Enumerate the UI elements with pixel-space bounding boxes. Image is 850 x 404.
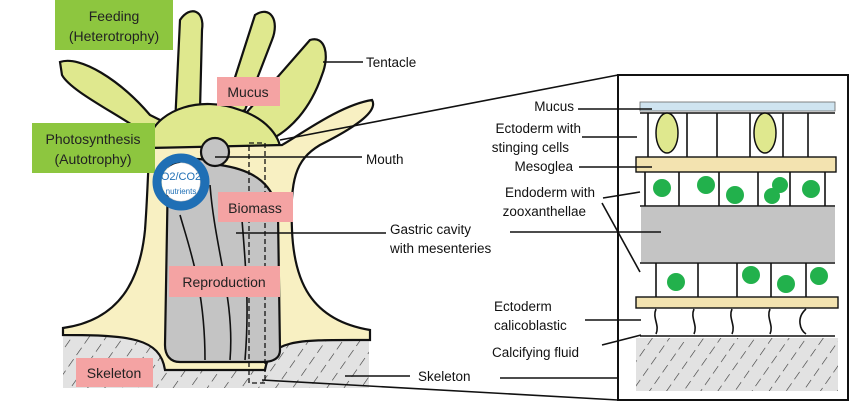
polyp-illustration [58,10,375,388]
detail-skeleton-layer [636,338,838,391]
gastric-cavity-layer [641,207,835,262]
calicoblastic-cells [640,308,835,337]
ectoderm-cells [640,112,835,157]
stinging-cell [753,112,777,154]
calcifying-fluid-label: Calcifying fluid [492,345,579,360]
calicoblastic-label: calicoblastic [494,318,567,333]
detail-leader-lines [510,108,661,346]
tentacles [58,10,327,150]
section-marker [248,142,266,384]
photosynthesis-label: Photosynthesis [46,131,141,147]
nutrients-label: nutrients [166,187,197,196]
feeding-label: Feeding [89,8,140,24]
autotrophy-label: (Autotrophy) [54,151,131,167]
ectoderm-with-label: Ectoderm with [495,121,581,136]
mesoglea-layer [635,156,837,173]
endoderm-with-label: Endoderm with [505,185,595,200]
reproduction-box-label: Reproduction [182,274,265,290]
stinging-cell [655,112,679,154]
lower-endoderm-cells [640,262,835,297]
upper-endoderm-cells [640,172,835,207]
lower-mesoglea-layer [635,296,839,309]
o2-co2-label: O2/CO2 [161,171,201,183]
tissue-detail-panel [617,74,849,401]
mesoglea-label: Mesoglea [514,159,573,174]
mucus-layer [639,101,836,112]
mucus-box: Mucus [217,77,280,106]
skeleton-box: Skeleton [76,358,153,387]
gas-exchange-cycle-icon: O2/CO2 nutrients [152,153,210,211]
mucus-box-label: Mucus [227,84,268,100]
stinging-cells-label: stinging cells [492,140,570,155]
reproduction-box: Reproduction [169,266,280,297]
mouth-label: Mouth [366,152,404,167]
photosynthesis-box: Photosynthesis (Autotrophy) [32,123,155,173]
tentacle-label: Tentacle [366,55,416,70]
mesenteries-label: with mesenteries [389,241,492,256]
feeding-box: Feeding (Heterotrophy) [55,0,173,50]
zooxanthellae-label: zooxanthellae [503,204,586,219]
biomass-box: Biomass [218,192,293,222]
polyp-leader-lines [215,61,619,401]
biomass-box-label: Biomass [228,200,282,216]
ectoderm-label: Ectoderm [494,299,552,314]
mouth-shape [199,136,231,168]
detail-mucus-label: Mucus [534,99,574,114]
skeleton-box-label: Skeleton [87,365,141,381]
zooxanthellae [653,176,828,293]
gastric-cavity-label: Gastric cavity [390,222,471,237]
skeleton-label: Skeleton [418,369,471,384]
heterotrophy-label: (Heterotrophy) [69,28,159,44]
